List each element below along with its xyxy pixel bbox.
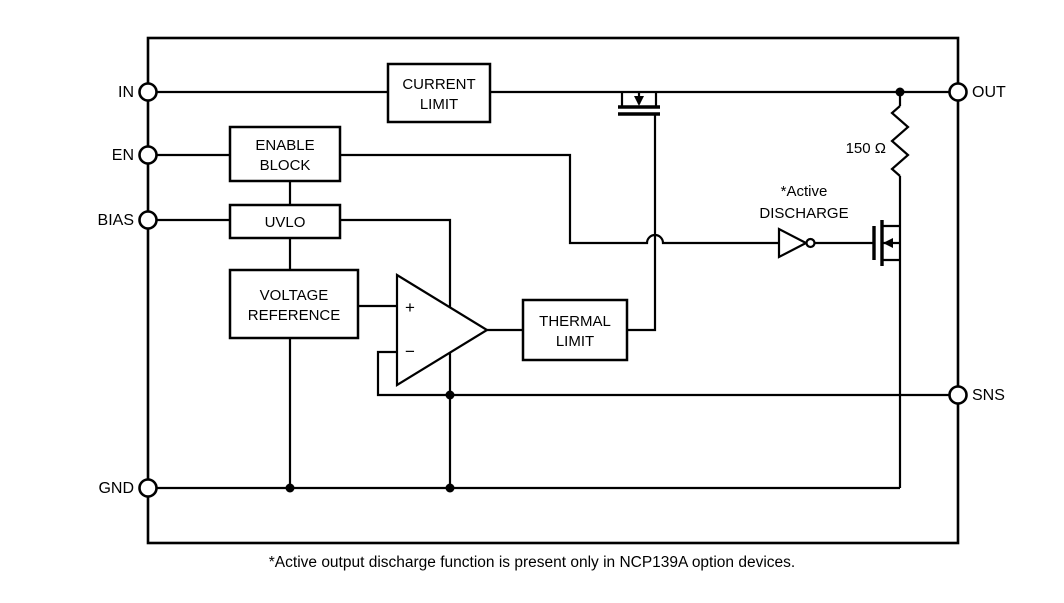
pin-label-bias: BIAS [98, 212, 134, 229]
pin-label-out: OUT [972, 84, 1006, 101]
pin-label-sns: SNS [972, 387, 1005, 404]
voltage-reference-label-2: REFERENCE [248, 307, 341, 324]
discharge-inverter [777, 227, 816, 259]
pin-sns [948, 385, 968, 405]
current-limit-block: CURRENT LIMIT [386, 62, 492, 124]
uvlo-block: UVLO [228, 203, 342, 240]
pin-label-in: IN [118, 84, 134, 101]
current-limit-label-2: LIMIT [420, 96, 458, 113]
enable-block-label-1: ENABLE [255, 137, 314, 154]
voltage-reference-block: VOLTAGE REFERENCE [228, 268, 360, 340]
voltage-reference-box [228, 268, 360, 340]
wire-uvlo-to-amp [340, 218, 452, 307]
pin-en [138, 145, 158, 165]
junction-out-resistor [895, 87, 905, 97]
thermal-limit-box [521, 298, 629, 362]
pin-label-gnd: GND [98, 480, 134, 497]
active-discharge-label-2: DISCHARGE [759, 205, 848, 222]
footnote: *Active output discharge function is pre… [269, 554, 795, 571]
discharge-nmos-transistor [814, 220, 900, 266]
current-limit-box [386, 62, 492, 124]
pin-label-en: EN [112, 147, 134, 164]
amp-plus-label: + [405, 298, 415, 317]
amp-minus-label: − [405, 342, 415, 361]
active-discharge-label-1: *Active [781, 183, 828, 200]
junction-sns-line [445, 390, 455, 400]
junction-amp-gnd [445, 483, 455, 493]
pin-out [948, 82, 968, 102]
enable-block: ENABLE BLOCK [228, 125, 342, 183]
junction-vref-gnd [285, 483, 295, 493]
uvlo-box [228, 203, 342, 240]
wire-enable-to-discharge [340, 153, 779, 245]
thermal-limit-label-2: LIMIT [556, 333, 594, 350]
enable-block-label-2: BLOCK [260, 157, 311, 174]
error-amplifier: + − [395, 273, 490, 387]
wire-sns-feedback [376, 350, 958, 397]
thermal-limit-label-1: THERMAL [539, 313, 611, 330]
current-limit-label-1: CURRENT [402, 76, 475, 93]
nmos-arrow-icon [883, 238, 893, 248]
pmos-arrow-icon [634, 96, 644, 106]
wire-thermal-gate [627, 114, 657, 332]
resistor-value-label: 150 Ω [846, 140, 886, 157]
pin-gnd [138, 478, 158, 498]
inverter-triangle [777, 227, 809, 259]
uvlo-label: UVLO [265, 214, 306, 231]
enable-block-box [228, 125, 342, 183]
pass-pmos-transistor [618, 92, 660, 116]
voltage-reference-label-1: VOLTAGE [260, 287, 329, 304]
pin-in [138, 82, 158, 102]
error-amp-triangle [395, 273, 490, 387]
thermal-limit-block: THERMAL LIMIT [521, 298, 629, 362]
inverter-bubble [805, 237, 816, 249]
pin-bias [138, 210, 158, 230]
resistor-150ohm [890, 105, 910, 177]
